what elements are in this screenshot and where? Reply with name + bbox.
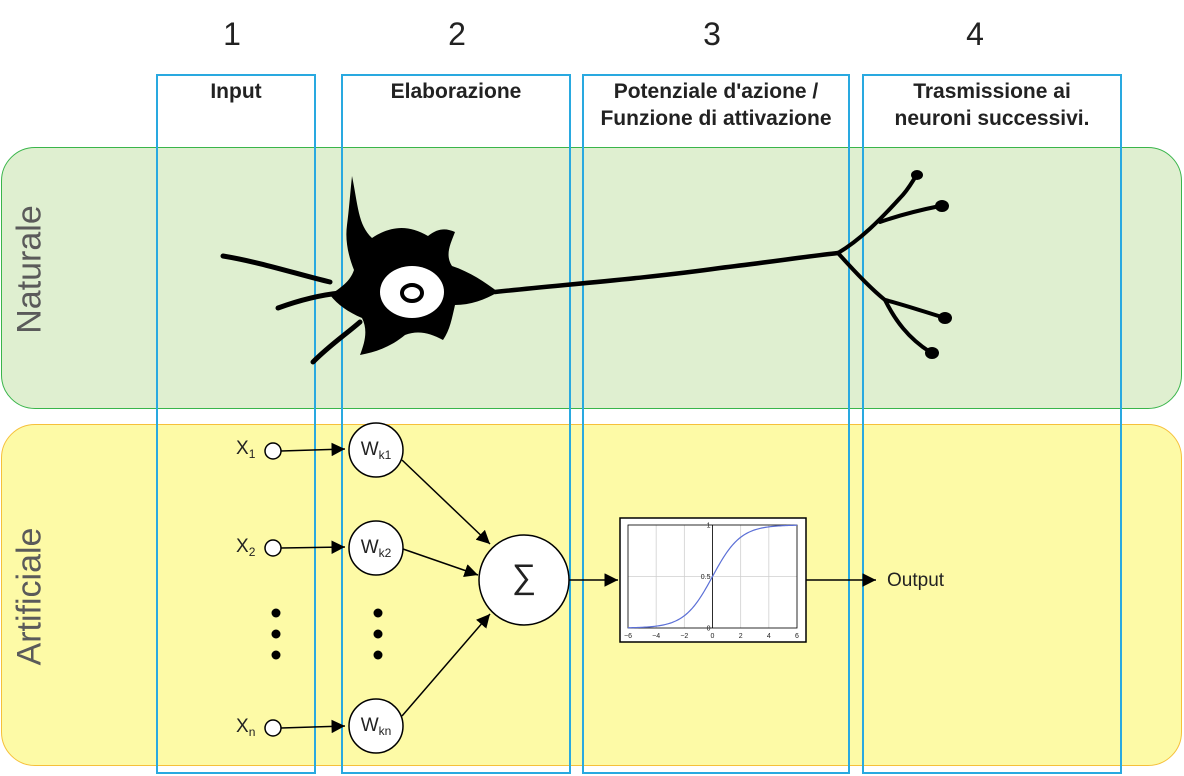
arrow-input-1 [280, 442, 346, 457]
plot-x-tick-label-4: 2 [739, 633, 743, 640]
input-label-2: X2 [236, 536, 256, 560]
activation-plot: −6 −4 −2 0 2 4 6 0 0.5 1 [624, 523, 799, 641]
input-nodes [264, 442, 282, 737]
sum-symbol: ∑ [511, 558, 537, 596]
arrow-weight-k1 [401, 459, 491, 545]
ellipsis-dots-inputs [271, 608, 281, 660]
weight-label-k2: Wk2 [360, 537, 392, 561]
arrow-weight-k2 [402, 548, 479, 577]
column-box-elaborazione [341, 74, 571, 774]
plot-y-tick-label-0: 0 [707, 626, 711, 633]
plot-y-tick-label-2: 1 [707, 523, 711, 530]
input-node-1 [264, 442, 282, 460]
plot-x-tick-label-3: 0 [711, 633, 715, 640]
column-title-trasmissione: Trasmissione ai neuroni successivi. [862, 78, 1122, 132]
plot-y-tick-label-1: 0.5 [701, 574, 711, 581]
input-node-n [264, 719, 282, 737]
column-number-1: 1 [223, 16, 241, 52]
weight-label-kn: Wkn [360, 715, 392, 739]
plot-x-tick-label-2: −2 [680, 633, 688, 640]
column-box-trasmissione [862, 74, 1122, 774]
plot-x-tick-label-1: −4 [652, 633, 660, 640]
column-number-2: 2 [448, 16, 466, 52]
arrow-input-n [280, 719, 346, 734]
biological-neuron-illustration [220, 170, 952, 365]
natural-row-band [1, 147, 1182, 409]
column-box-input [156, 74, 316, 774]
column-title-input: Input [210, 80, 262, 103]
column-title-trasmissione-line2: neuroni successivi. [894, 107, 1090, 130]
artificial-row-band [1, 424, 1182, 766]
column-title-elaborazione: Elaborazione [390, 80, 522, 103]
input-node-2 [264, 539, 282, 557]
activation-plot-frame [619, 517, 807, 643]
column-title-trasmissione-line1: Trasmissione ai [913, 80, 1071, 103]
weight-label-k1: Wk1 [360, 439, 392, 463]
input-label-n: Xn [236, 716, 256, 740]
column-number-3: 3 [703, 16, 721, 52]
ellipsis-dots-weights [373, 608, 383, 660]
weight-node-k2 [348, 520, 404, 576]
column-title-attivazione: Potenziale d'azione / Funzione di attiva… [582, 78, 850, 132]
arrow-input-2 [280, 540, 346, 554]
input-label-1: X1 [236, 438, 256, 462]
column-title-attivazione-line2: Funzione di attivazione [600, 107, 832, 130]
plot-x-tick-label-0: −6 [624, 633, 632, 640]
plot-x-tick-label-6: 6 [795, 633, 799, 640]
column-box-attivazione [582, 74, 850, 774]
plot-x-tick-label-5: 4 [767, 633, 771, 640]
weight-nodes [348, 422, 404, 754]
output-label: Output [887, 570, 945, 591]
column-title-attivazione-line1: Potenziale d'azione / [613, 80, 819, 103]
arrow-weight-kn [401, 613, 491, 717]
column-number-4: 4 [966, 16, 984, 52]
weight-node-k1 [348, 422, 404, 478]
weight-node-kn [348, 698, 404, 754]
